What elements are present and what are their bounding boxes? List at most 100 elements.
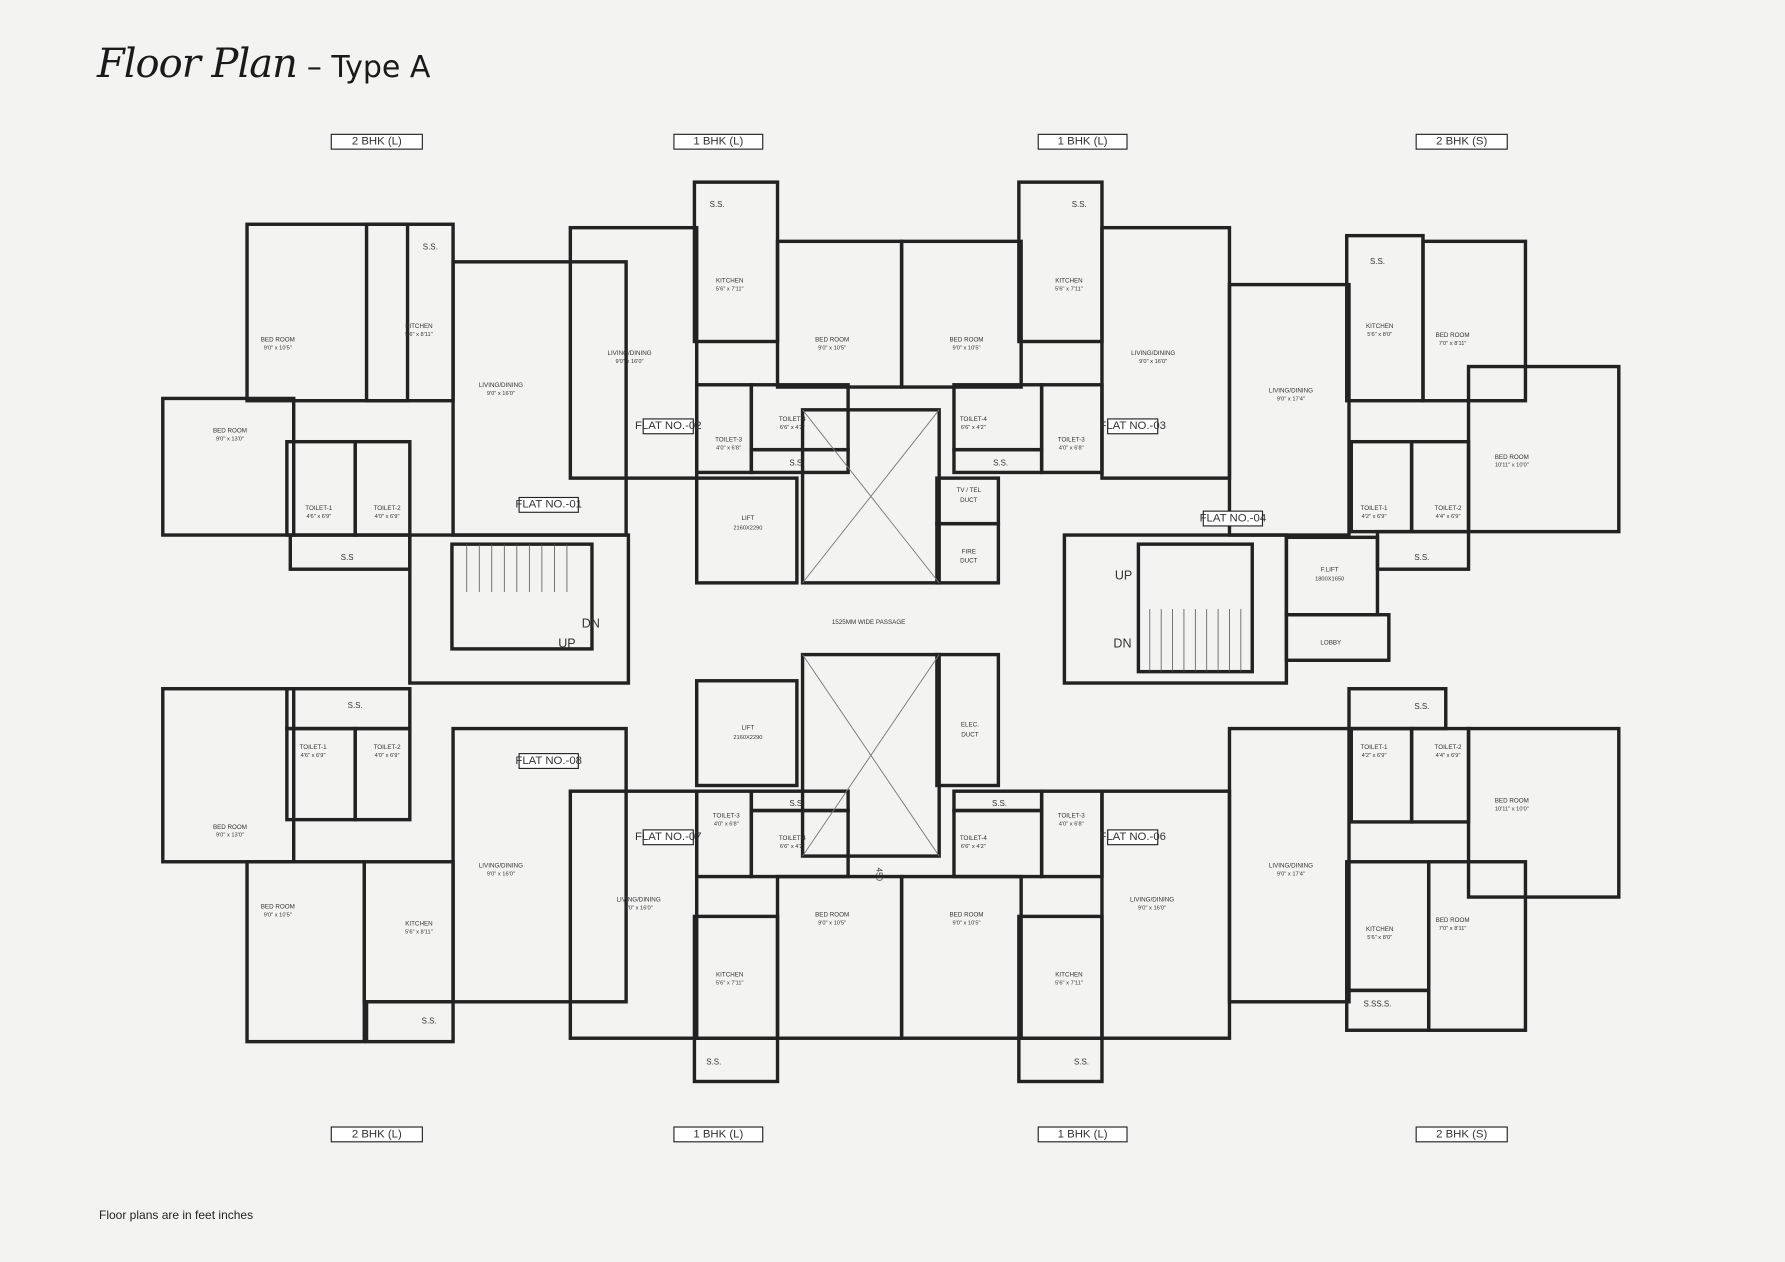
room-dims: 6'6" x 4'2" — [961, 425, 986, 431]
room-dims: 4'6" x 6'9" — [301, 753, 326, 759]
unit-type-label-box — [330, 1126, 423, 1143]
room-wall — [1466, 364, 1621, 534]
fire-lift-label: F.LIFT — [1321, 566, 1339, 573]
room-name: TOILET-3 — [715, 437, 743, 444]
flat-number-label: FLAT NO.-02 — [635, 420, 702, 432]
flat-number-label-box — [518, 753, 579, 769]
flat-number-label-box — [642, 829, 694, 846]
room-name: TOILET-2 — [374, 744, 402, 751]
room-dims: 4'0" x 6'8" — [1059, 446, 1084, 452]
room-name: BED ROOM — [261, 903, 295, 910]
unit-type-label: 1 BHK (L) — [693, 1128, 743, 1140]
room-name: S.S. — [789, 459, 804, 468]
room-wall — [1466, 726, 1621, 899]
room-name: LIVING/DINING — [1269, 388, 1313, 395]
unit-type-label-box — [1037, 1126, 1128, 1143]
room-dims: 5'6" x 8'11" — [405, 332, 433, 338]
room-wall — [1345, 988, 1431, 1032]
room-name: S.SS.S. — [1364, 999, 1392, 1008]
room-name: TOILET-2 — [374, 505, 402, 512]
room-wall — [1284, 613, 1391, 662]
flat-number-label-box — [642, 418, 694, 435]
room-wall — [935, 652, 1001, 788]
room-name: BED ROOM — [949, 337, 983, 344]
room-dims: 4'2" x 6'9" — [1362, 753, 1387, 759]
room-name: TOILET-1 — [305, 505, 333, 512]
room-dims: 9'0" x 10'5" — [952, 920, 980, 926]
duct-label: TV / TEL — [957, 487, 982, 494]
unit-type-label: 1 BHK (L) — [1058, 1128, 1108, 1140]
room-dims: 4'4" x 6'9" — [1436, 753, 1461, 759]
flat-number-label: FLAT NO.-03 — [1099, 420, 1166, 432]
flat-number-label-box — [1107, 418, 1159, 435]
flat-number-label: FLAT NO.-08 — [515, 755, 582, 767]
unit-type-label: 1 BHK (L) — [1058, 136, 1108, 148]
room-wall — [161, 396, 296, 537]
room-wall — [1017, 180, 1104, 344]
room-dims: 10'11" x 10'0" — [1495, 807, 1529, 813]
room-name: TOILET-3 — [1058, 437, 1086, 444]
room-dims: 5'6" x 7'11" — [1055, 981, 1083, 987]
room-dims: 5'6" x 7'11" — [716, 286, 744, 292]
room-wall — [1100, 789, 1232, 1040]
room-dims: 9'0" x 10'5" — [952, 345, 980, 351]
room-name: BED ROOM — [949, 911, 983, 918]
room-dims: 5'6" x 7'11" — [716, 981, 744, 987]
room-name: TOILET-4 — [960, 835, 988, 842]
room-name: BED ROOM — [1436, 917, 1470, 924]
room-dims: 9'0" x 10'5" — [818, 345, 846, 351]
room-dims: 9'0" x 10'5" — [264, 912, 292, 918]
room-wall — [364, 222, 455, 403]
room-name: KITCHEN — [1055, 277, 1082, 284]
room-wall — [899, 239, 1023, 389]
unit-type-label-box — [330, 133, 423, 150]
room-name: KITCHEN — [1366, 926, 1393, 933]
room-name: S.S. — [423, 242, 438, 251]
passage-label: 1525MM WIDE PASSAGE — [832, 619, 906, 626]
room-name: S.S. — [348, 701, 363, 710]
room-dims: 4'0" x 6'8" — [716, 446, 741, 452]
unit-type-label: 2 BHK (L) — [352, 136, 402, 148]
shaft-cross — [802, 409, 940, 584]
room-name: BED ROOM — [815, 337, 849, 344]
room-name: LIVING/DINING — [607, 350, 651, 357]
room-name: KITCHEN — [405, 323, 432, 330]
unit-type-label-box — [1415, 1126, 1508, 1143]
room-wall — [353, 726, 412, 822]
room-name: S.S. — [993, 459, 1008, 468]
room-name: TOILET-3 — [713, 812, 741, 819]
stair-up-label: UP — [1115, 568, 1132, 582]
room-name: KITCHEN — [1055, 972, 1082, 979]
room-dims: 9'0" x 16'0" — [625, 906, 653, 912]
room-name: TOILET-1 — [1361, 505, 1389, 512]
lift-label: LIFT — [741, 515, 754, 522]
room-name: LIVING/DINING — [617, 897, 661, 904]
gap-dimension: 450 — [875, 868, 884, 882]
room-name: BED ROOM — [213, 428, 247, 435]
lift-dims: 2160X2290 — [733, 525, 762, 531]
room-name: TOILET-4 — [779, 416, 807, 423]
room-wall — [775, 239, 904, 389]
room-wall — [161, 687, 296, 864]
room-wall — [245, 860, 366, 1044]
unit-type-label: 1 BHK (L) — [693, 136, 743, 148]
room-dims: 7'0" x 8'11" — [1439, 341, 1467, 347]
room-dims: 9'0" x 16'0" — [487, 391, 515, 397]
room-wall — [692, 1036, 780, 1084]
room-name: TOILET-4 — [960, 416, 988, 423]
room-wall — [1409, 726, 1471, 824]
room-dims: 4'6" x 6'9" — [306, 514, 331, 520]
lobby-label: LOBBY — [1320, 639, 1342, 646]
room-name: S.S. — [710, 200, 725, 209]
room-dims: 10'11" x 10'0" — [1495, 463, 1529, 469]
flat-number-label: FLAT NO.-06 — [1099, 831, 1166, 843]
room-dims: 4'0" x 6'9" — [375, 753, 400, 759]
room-wall — [952, 447, 1044, 475]
room-wall — [1039, 789, 1104, 879]
room-name: TOILET-4 — [779, 835, 807, 842]
room-wall — [1375, 529, 1471, 571]
duct-label: DUCT — [960, 557, 978, 564]
room-wall — [408, 533, 631, 685]
title-script: Floor Plan — [97, 41, 298, 87]
room-name: S.S. — [706, 1057, 721, 1066]
